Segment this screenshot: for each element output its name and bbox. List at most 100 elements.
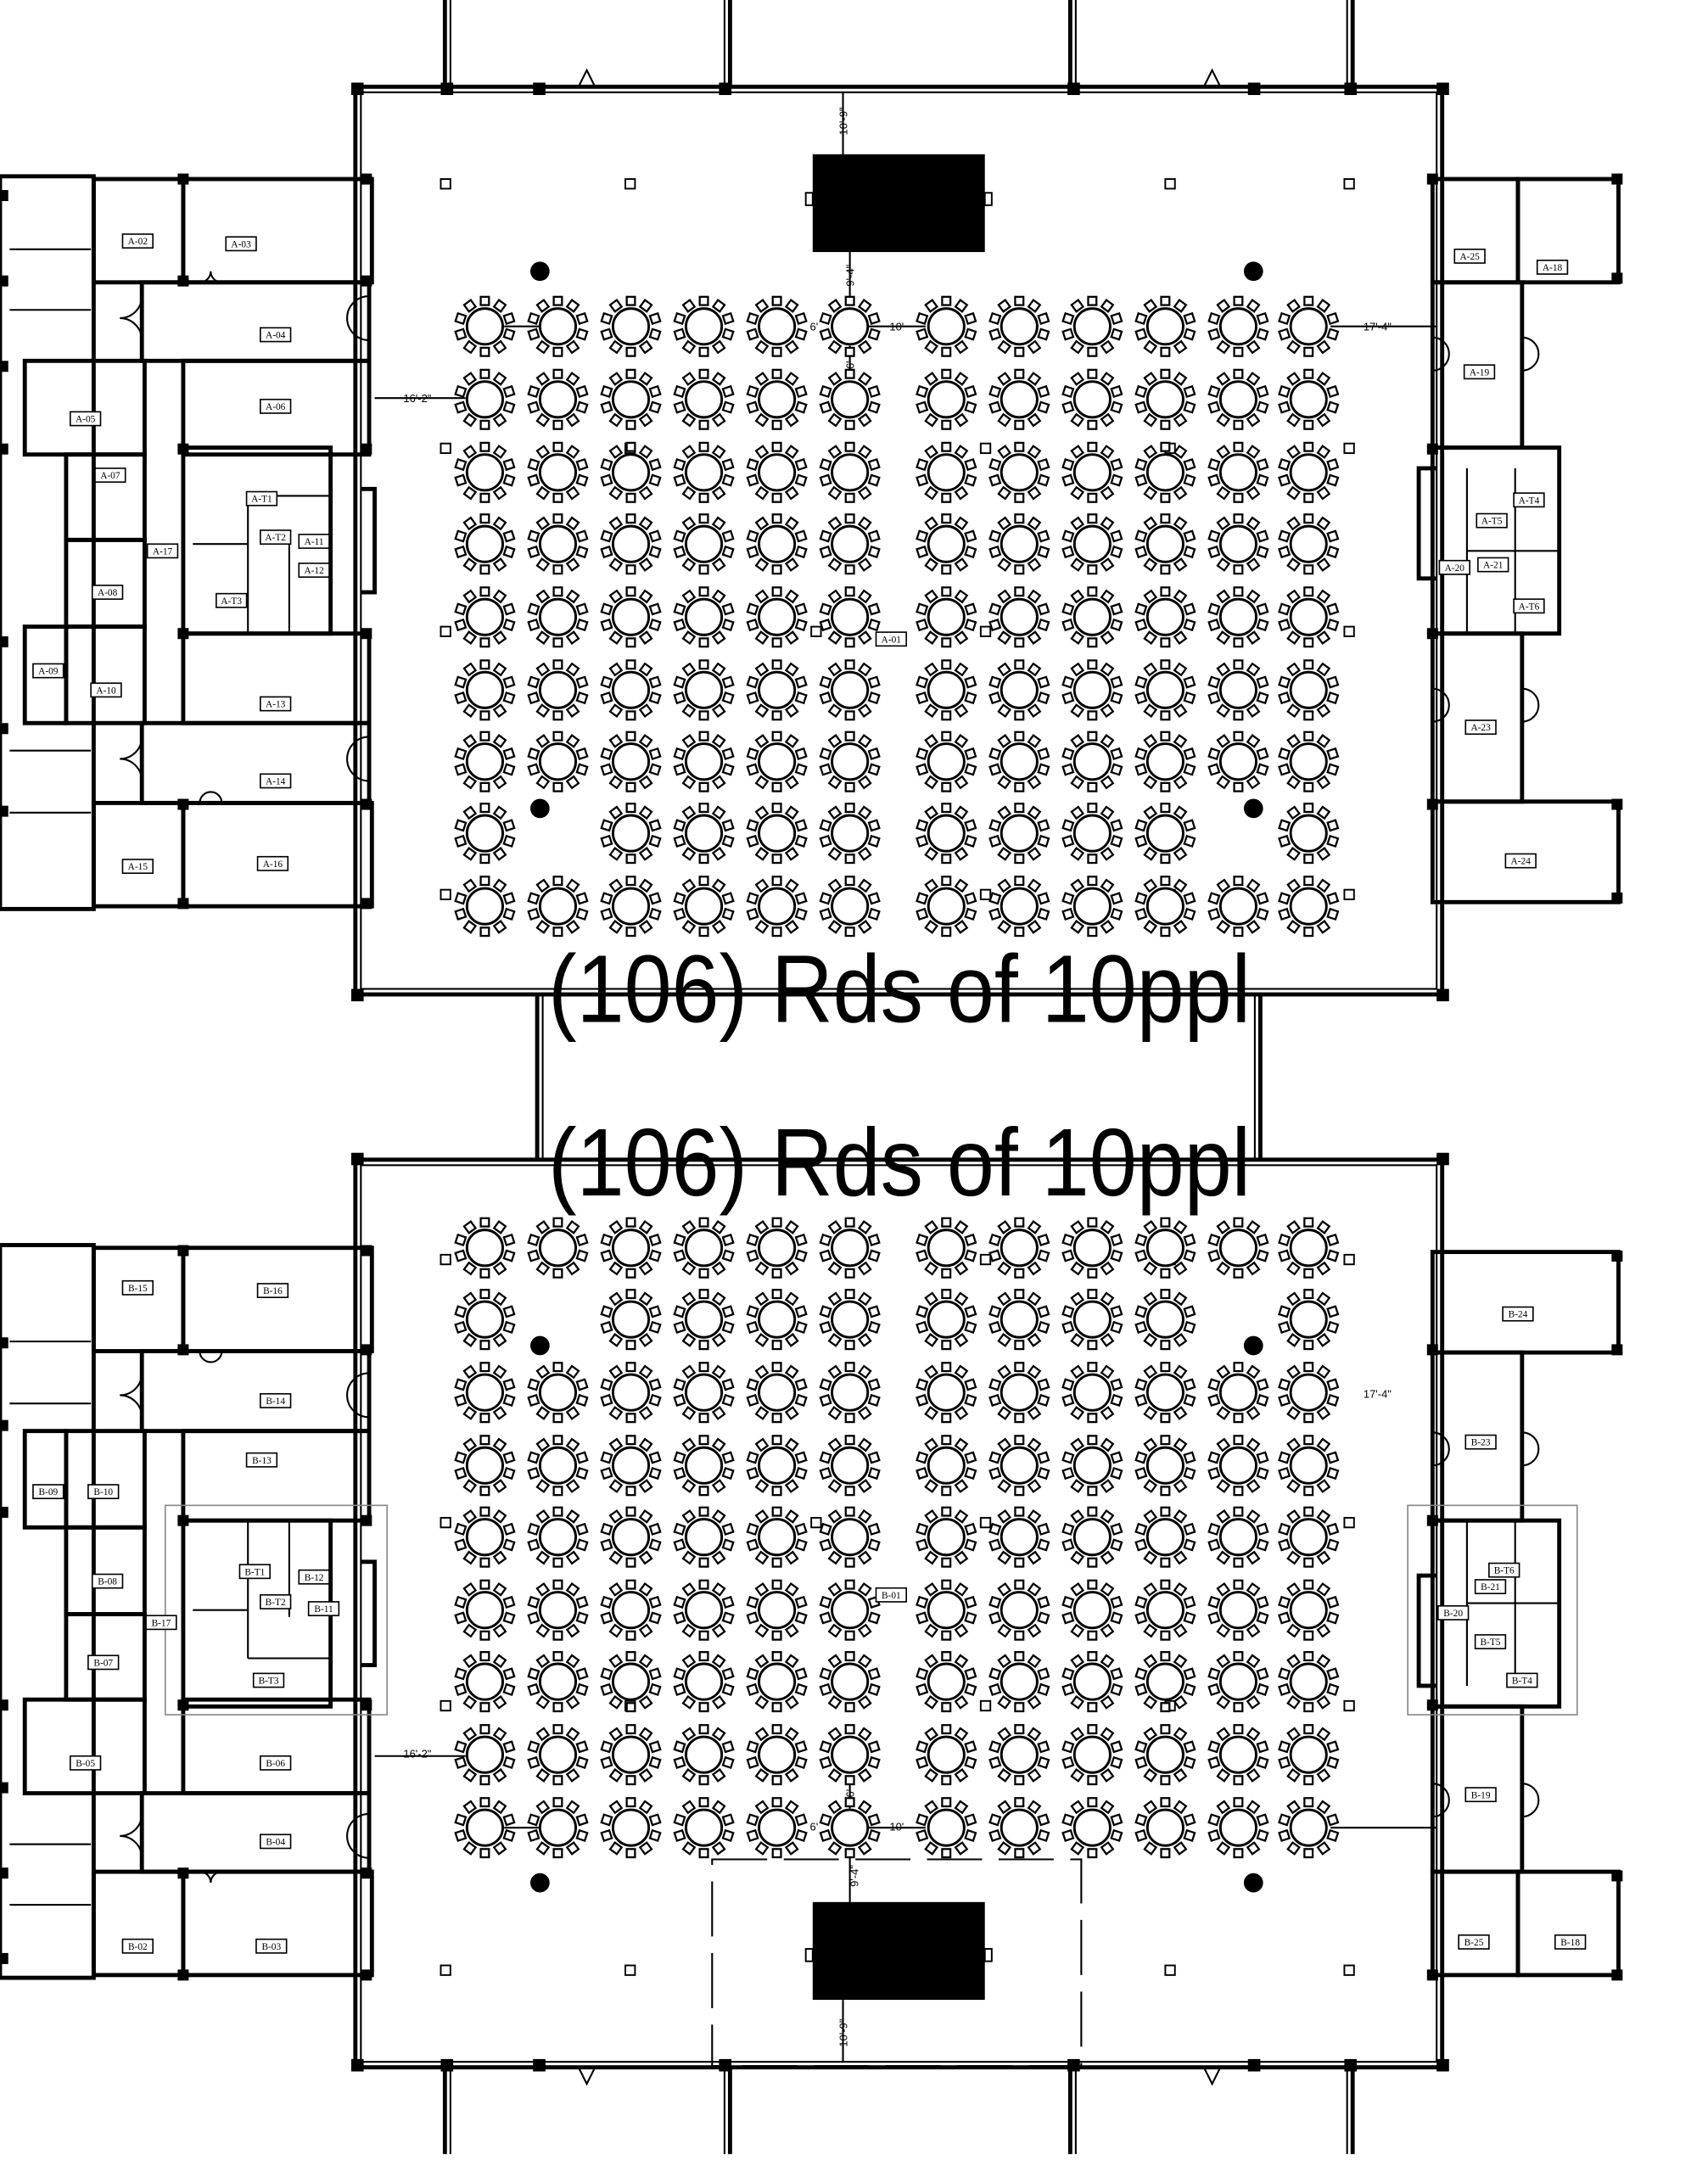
chair [1037,618,1050,632]
chair [1027,1333,1042,1347]
round-table [1207,1724,1269,1786]
chair [1110,1466,1123,1481]
round-table [1061,1797,1123,1859]
room-label-text: B-07 [93,1658,113,1668]
chair [1173,557,1188,572]
chair [648,1233,662,1247]
chair [608,662,624,677]
chair [1207,1740,1221,1754]
chair [552,1557,563,1568]
chair [1246,1800,1261,1815]
chair [857,920,872,934]
chair [625,1268,636,1279]
chair [771,803,782,814]
round-table [819,295,881,357]
room-label: B-T1 [238,1564,271,1580]
chair [1233,1435,1244,1446]
room-label-text: B-02 [128,1942,148,1952]
chair [924,1291,939,1307]
chair [608,339,624,355]
chair [1278,1466,1291,1481]
chair [535,589,551,604]
chair [681,339,697,355]
chair [916,1522,929,1536]
chair [711,557,726,572]
table-top [684,380,724,419]
round-table [1061,513,1123,575]
chair [988,529,1002,543]
chair [625,564,636,575]
table-top [831,1591,870,1630]
chair [1303,1340,1314,1351]
room-label-text: A-25 [1459,252,1480,262]
chair [1134,384,1148,399]
chair [1160,346,1171,357]
table-top [1289,742,1328,781]
table-top [684,1735,724,1774]
chair [711,372,726,386]
chair [964,311,977,326]
chair [754,299,770,313]
chair [673,675,686,689]
chair [698,1362,709,1373]
chair [1233,1362,1244,1373]
chair [1134,545,1148,559]
chair [754,1437,770,1453]
chair [924,1509,939,1524]
chair [1070,339,1085,355]
round-table [1207,659,1269,721]
chair [1143,557,1158,572]
chair [1134,1233,1148,1247]
chair [1233,513,1244,524]
chair [625,637,636,648]
round-table [1207,1362,1269,1424]
chair [673,1667,686,1681]
dimension-label: 17'-4" [1364,321,1392,333]
chair [673,1233,686,1247]
chair [681,775,697,790]
chair [754,1479,770,1493]
chair [527,400,540,414]
tables-layer [454,295,1340,1859]
table-top [758,1591,797,1630]
chair [819,1740,832,1754]
chair [1216,1654,1231,1669]
chair [1303,1557,1314,1568]
chair [954,1479,969,1493]
chair [924,1479,939,1493]
round-table [600,368,662,430]
chair [1061,400,1075,414]
chair [1278,1233,1291,1247]
chair [954,1841,969,1856]
room-label: B-T6 [1488,1562,1520,1578]
chair [527,1740,540,1754]
chair [1037,1828,1050,1843]
chair [1286,1291,1301,1307]
chair [721,892,735,905]
chair [1278,1740,1291,1754]
table-top [465,307,504,346]
chair [916,1813,929,1827]
round-table [1278,1435,1340,1497]
chair [1037,1451,1050,1464]
chair [1134,747,1148,760]
chair [964,1755,977,1769]
chair [1173,485,1188,501]
chair [954,412,969,428]
chair [794,1828,808,1843]
chair [1286,805,1301,820]
chair [1326,618,1340,632]
chair [608,1800,624,1815]
chair [492,630,507,645]
round-table [1134,368,1196,430]
chair [1326,1755,1340,1769]
chair [462,339,478,355]
chair [1326,1522,1340,1536]
chair [638,589,653,604]
chair [479,419,490,430]
chair [1278,763,1291,776]
chair [1316,1841,1331,1856]
chair [771,1848,782,1859]
table-top [611,1808,651,1847]
chair [454,1378,468,1391]
